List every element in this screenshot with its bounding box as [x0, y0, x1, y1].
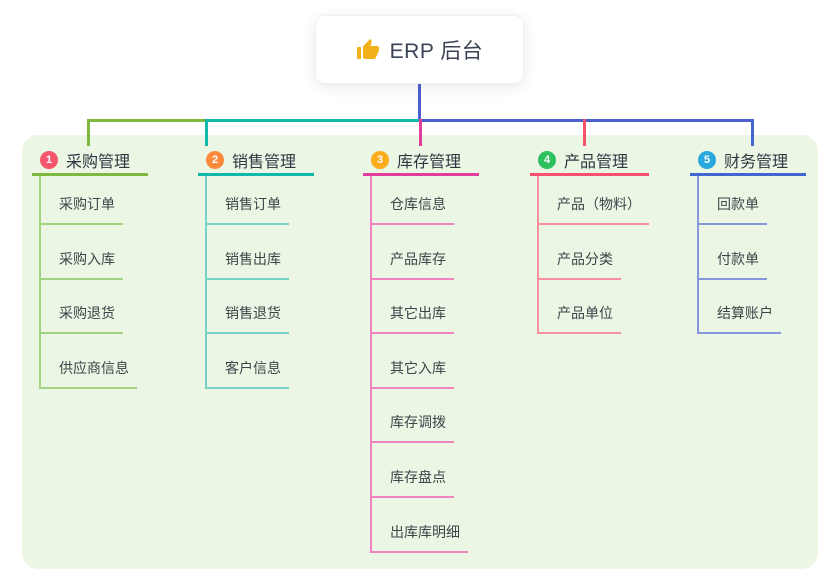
child-node[interactable]: 销售退货: [207, 303, 289, 335]
child-node[interactable]: 供应商信息: [41, 358, 137, 389]
child-node[interactable]: 付款单: [699, 249, 767, 280]
root-node[interactable]: ERP 后台: [315, 15, 524, 84]
child-row: 付款单: [699, 225, 781, 280]
child-node[interactable]: 回款单: [699, 194, 767, 225]
connector-drop: [751, 119, 754, 146]
child-row: 销售退货: [207, 280, 289, 335]
child-node[interactable]: 库存盘点: [372, 467, 454, 498]
branch-label: 财务管理: [724, 153, 789, 171]
child-node[interactable]: 出库库明细: [372, 522, 468, 553]
branch-children: 仓库信息产品库存其它出库其它入库库存调拨库存盘点出库库明细: [370, 176, 468, 553]
branch-node[interactable]: 3 库存管理: [363, 146, 479, 176]
child-node[interactable]: 产品分类: [539, 249, 621, 280]
branch-children: 产品（物料） 产品分类产品单位: [537, 176, 649, 335]
root-connector: [418, 84, 421, 119]
branch-5: 5 财务管理回款单付款单结算账户: [690, 146, 806, 335]
child-node[interactable]: 其它入库: [372, 358, 454, 389]
thumbs-up-icon: [356, 38, 379, 59]
branch-4: 4 产品管理产品（物料） 产品分类产品单位: [530, 146, 649, 335]
child-node[interactable]: 库存调拨: [372, 412, 454, 444]
connector-drop: [419, 119, 422, 146]
branch-node[interactable]: 4 产品管理: [530, 146, 649, 176]
branch-badge: 1: [40, 150, 58, 169]
connector-drop: [87, 119, 90, 146]
child-row: 回款单: [699, 176, 781, 225]
connector-drop: [583, 119, 586, 146]
branch-badge: 3: [371, 150, 389, 169]
child-row: 出库库明细: [372, 498, 468, 553]
branch-node[interactable]: 5 财务管理: [690, 146, 806, 176]
connector-segment: [87, 119, 206, 122]
child-row: 产品库存: [372, 225, 468, 280]
child-node[interactable]: 销售订单: [207, 194, 289, 225]
child-row: 客户信息: [207, 334, 289, 389]
branch-node[interactable]: 2 销售管理: [198, 146, 314, 176]
branch-1: 1 采购管理采购订单采购入库采购退货供应商信息: [32, 146, 148, 389]
child-node[interactable]: 采购入库: [41, 249, 123, 280]
child-node[interactable]: 产品库存: [372, 249, 454, 280]
child-node[interactable]: 仓库信息: [372, 194, 454, 225]
branch-badge: 2: [206, 150, 224, 169]
branch-node[interactable]: 1 采购管理: [32, 146, 148, 176]
branch-3: 3 库存管理仓库信息产品库存其它出库其它入库库存调拨库存盘点出库库明细: [363, 146, 479, 553]
child-row: 供应商信息: [41, 334, 137, 389]
child-node[interactable]: 采购退货: [41, 303, 123, 335]
child-row: 库存盘点: [372, 443, 468, 498]
branch-children: 回款单付款单结算账户: [697, 176, 781, 335]
child-row: 其它入库: [372, 334, 468, 389]
child-node[interactable]: 产品（物料）: [539, 194, 649, 225]
child-row: 销售订单: [207, 176, 289, 225]
child-row: 仓库信息: [372, 176, 468, 225]
child-node[interactable]: 产品单位: [539, 303, 621, 335]
child-row: 采购入库: [41, 225, 137, 280]
branch-label: 销售管理: [232, 153, 297, 171]
branch-label: 采购管理: [66, 153, 131, 171]
connector-segment: [206, 119, 419, 122]
child-row: 产品单位: [539, 280, 649, 335]
child-row: 销售出库: [207, 225, 289, 280]
connector-drop: [205, 119, 208, 146]
branch-badge: 5: [698, 150, 716, 169]
branch-children: 采购订单采购入库采购退货供应商信息: [39, 176, 137, 389]
child-row: 产品（物料）: [539, 176, 649, 225]
branch-label: 产品管理: [564, 153, 629, 171]
child-node[interactable]: 采购订单: [41, 194, 123, 225]
child-row: 采购订单: [41, 176, 137, 225]
child-node[interactable]: 客户信息: [207, 358, 289, 389]
child-row: 产品分类: [539, 225, 649, 280]
child-row: 库存调拨: [372, 389, 468, 444]
child-node[interactable]: 结算账户: [699, 303, 781, 335]
branch-2: 2 销售管理销售订单销售出库销售退货客户信息: [198, 146, 314, 389]
branch-label: 库存管理: [397, 153, 462, 171]
connector-segment: [419, 119, 754, 122]
child-row: 采购退货: [41, 280, 137, 335]
branch-children: 销售订单销售出库销售退货客户信息: [205, 176, 289, 389]
branch-badge: 4: [538, 150, 556, 169]
child-node[interactable]: 其它出库: [372, 303, 454, 335]
child-row: 其它出库: [372, 280, 468, 335]
child-row: 结算账户: [699, 280, 781, 335]
root-title: ERP 后台: [389, 39, 484, 63]
child-node[interactable]: 销售出库: [207, 249, 289, 280]
